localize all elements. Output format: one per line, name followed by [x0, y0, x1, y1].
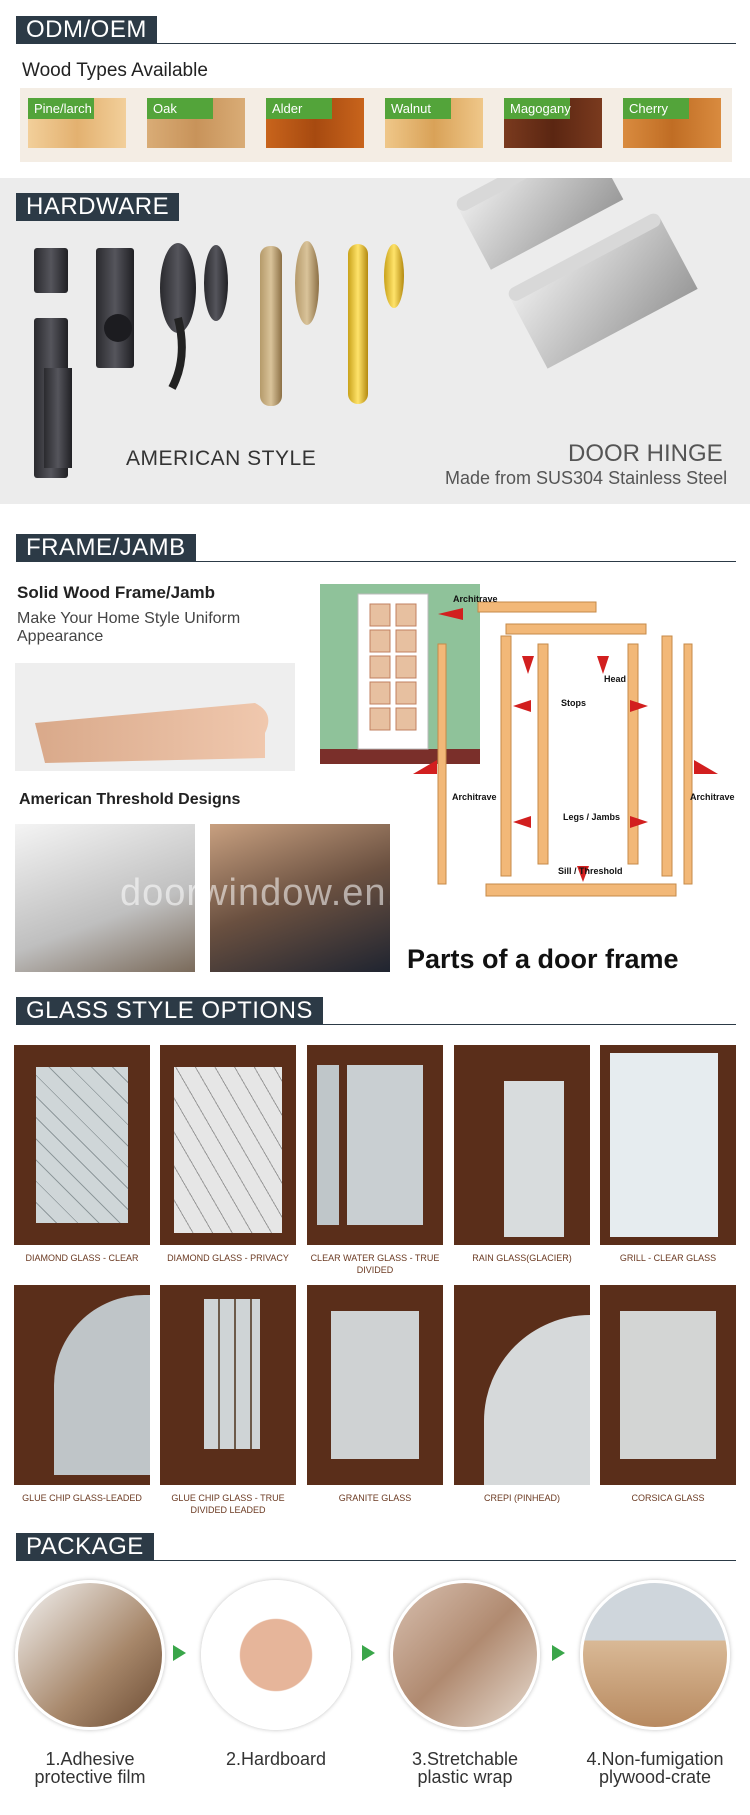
wood-swatch-label: Oak — [147, 98, 213, 119]
glass-option-image — [454, 1045, 590, 1245]
glass-option-caption: GRANITE GLASS — [338, 1493, 412, 1503]
glass-option: GRILL - CLEAR GLASS — [600, 1045, 736, 1264]
threshold-title: American Threshold Designs — [19, 791, 241, 808]
section-header-odm: ODM/OEM — [16, 16, 736, 44]
glass-option-image — [307, 1045, 443, 1245]
parts-of-door-frame-title: Parts of a door frame — [407, 944, 679, 974]
arrow-right-icon — [362, 1645, 375, 1661]
section-header-hardware: HARDWARE — [16, 193, 736, 221]
wood-molding-image — [15, 663, 295, 771]
wood-swatch-strip: Pine/larch Oak Alder Walnut Magogany Che… — [20, 88, 732, 162]
wood-types-title: Wood Types Available — [22, 60, 208, 81]
glass-option-image — [160, 1285, 296, 1485]
package-step-image — [580, 1580, 730, 1730]
wood-swatch-label: Pine/larch — [28, 98, 94, 119]
threshold-image-dark — [210, 824, 390, 972]
glass-option: GLUE CHIP GLASS - TRUE DIVIDED LEADED — [160, 1285, 296, 1516]
section-header-package: PACKAGE — [16, 1533, 736, 1561]
wood-swatch-label: Magogany — [504, 98, 571, 119]
diagram-label-architrave-top: Architrave — [453, 594, 498, 604]
section-title-frame: FRAME/JAMB — [16, 534, 196, 562]
arrow-right-icon — [552, 1645, 565, 1661]
diagram-label-head: Head — [604, 674, 626, 684]
wood-swatch-label: Walnut — [385, 98, 451, 119]
wood-swatch-label: Cherry — [623, 98, 689, 119]
package-step-image — [201, 1580, 351, 1730]
glass-option-image — [160, 1045, 296, 1245]
glass-option-image — [14, 1045, 150, 1245]
glass-option: CLEAR WATER GLASS - TRUE DIVIDED — [307, 1045, 443, 1276]
american-style-label: AMERICAN STYLE — [126, 447, 317, 470]
section-header-frame: FRAME/JAMB — [16, 534, 736, 562]
glass-option: GRANITE GLASS — [307, 1285, 443, 1504]
diagram-label-architrave-right: Architrave — [690, 792, 735, 802]
diagram-label-sill: Sill / Threshold — [558, 866, 623, 876]
package-step: 3.Stretchable plastic wrap — [385, 1580, 545, 1786]
wood-swatch: Walnut — [385, 98, 483, 148]
package-step-label: 3.Stretchable plastic wrap — [411, 1749, 519, 1787]
section-header-glass: GLASS STYLE OPTIONS — [16, 997, 736, 1025]
glass-option-caption: DIAMOND GLASS - CLEAR — [25, 1253, 139, 1263]
frame-subtitle: Make Your Home Style Uniform Appearance — [17, 610, 241, 645]
package-step-label: 2.Hardboard — [225, 1749, 327, 1769]
glass-option: GLUE CHIP GLASS-LEADED — [14, 1285, 150, 1504]
package-step: 2.Hardboard — [196, 1580, 356, 1768]
door-hinge-subtitle: Made from SUS304 Stainless Steel — [445, 468, 728, 488]
door-hinge-label: DOOR HINGE — [568, 440, 723, 467]
hardware-illustration — [34, 132, 698, 478]
package-step-label: 4.Non-fumigation plywood-crate — [586, 1749, 724, 1787]
glass-option-caption: CORSICA GLASS — [631, 1493, 705, 1503]
section-title-package: PACKAGE — [16, 1533, 154, 1561]
package-step: 1.Adhesive protective film — [10, 1580, 170, 1786]
wood-swatch: Alder — [266, 98, 364, 148]
glass-option-caption: CLEAR WATER GLASS - TRUE DIVIDED — [310, 1253, 440, 1275]
package-step-image — [390, 1580, 540, 1730]
glass-option-image — [600, 1045, 736, 1245]
package-step: 4.Non-fumigation plywood-crate — [575, 1580, 735, 1786]
wood-swatch: Oak — [147, 98, 245, 148]
threshold-image-silver — [15, 824, 195, 972]
diagram-label-architrave-left: Architrave — [452, 792, 497, 802]
glass-option-image — [600, 1285, 736, 1485]
glass-option: DIAMOND GLASS - CLEAR — [14, 1045, 150, 1264]
glass-option-caption: CREPI (PINHEAD) — [483, 1493, 560, 1503]
arrow-right-icon — [173, 1645, 186, 1661]
wood-swatch: Cherry — [623, 98, 721, 148]
glass-option: CORSICA GLASS — [600, 1285, 736, 1504]
section-title-odm: ODM/OEM — [16, 16, 157, 44]
frame-title: Solid Wood Frame/Jamb — [17, 583, 216, 602]
package-step-image — [15, 1580, 165, 1730]
wood-swatch-label: Alder — [266, 98, 332, 119]
door-frame-diagram: Architrave Head Stops Architrave Architr… — [318, 584, 748, 944]
diagram-label-stops: Stops — [561, 698, 586, 708]
package-step-label: 1.Adhesive protective film — [34, 1749, 146, 1787]
glass-option-caption: GLUE CHIP GLASS - TRUE DIVIDED LEADED — [171, 1493, 285, 1515]
hardware-panel — [0, 132, 750, 504]
glass-option: CREPI (PINHEAD) — [454, 1285, 590, 1504]
glass-option: DIAMOND GLASS - PRIVACY — [160, 1045, 296, 1264]
wood-swatch: Pine/larch — [28, 98, 126, 148]
glass-option-caption: RAIN GLASS(GLACIER) — [472, 1253, 572, 1263]
glass-option-caption: DIAMOND GLASS - PRIVACY — [167, 1253, 289, 1263]
wood-swatch: Magogany — [504, 98, 602, 148]
section-title-hardware: HARDWARE — [16, 193, 180, 221]
glass-option-caption: GLUE CHIP GLASS-LEADED — [22, 1493, 142, 1503]
glass-option-image — [307, 1285, 443, 1485]
diagram-label-legs: Legs / Jambs — [563, 812, 620, 822]
glass-option: RAIN GLASS(GLACIER) — [454, 1045, 590, 1264]
glass-option-image — [454, 1285, 590, 1485]
section-title-glass: GLASS STYLE OPTIONS — [16, 997, 323, 1025]
glass-option-image — [14, 1285, 150, 1485]
glass-option-caption: GRILL - CLEAR GLASS — [619, 1253, 717, 1263]
